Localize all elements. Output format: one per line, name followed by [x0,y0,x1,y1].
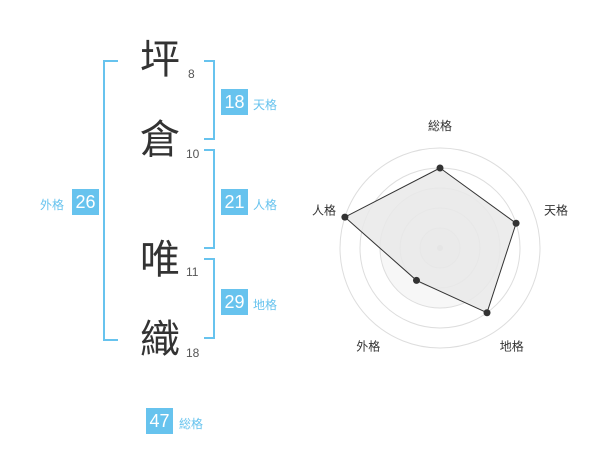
chikaku-value: 29 [221,289,248,315]
soukaku-label: 総格 [179,417,204,431]
name-char-4: 織 [140,317,180,363]
radar-axis-label-5: 人格 [312,202,336,217]
radar-axis-label-4: 外格 [356,339,380,354]
gaikaku-label: 外格 [40,198,65,212]
radar-point-4 [412,276,420,284]
jinkaku-value: 21 [221,189,248,215]
radar-point-5 [341,213,349,221]
stroke-count-3: 11 [186,265,199,279]
jinkaku-label: 人格 [253,198,278,212]
tenkaku-value: 18 [221,89,248,115]
radar-point-3 [483,309,491,317]
stroke-count-2: 10 [186,147,200,161]
radar-axis-label-1: 総格 [428,118,452,133]
stroke-count-1: 8 [188,67,195,81]
chikaku-label: 地格 [253,298,278,312]
soukaku-value: 47 [146,408,173,434]
name-char-3: 唯 [140,237,180,283]
radar-point-1 [436,164,444,172]
radar-area [344,167,517,314]
radar-point-2 [512,219,520,227]
gaikaku-value: 26 [72,189,99,215]
radar-axis-label-2: 天格 [544,202,568,217]
tenkaku-label: 天格 [253,98,278,112]
radar-points [341,164,520,317]
radar-axis-label-3: 地格 [500,339,524,354]
name-char-2: 倉 [140,117,180,163]
stroke-count-4: 18 [186,346,200,360]
name-char-1: 坪 [140,37,180,83]
